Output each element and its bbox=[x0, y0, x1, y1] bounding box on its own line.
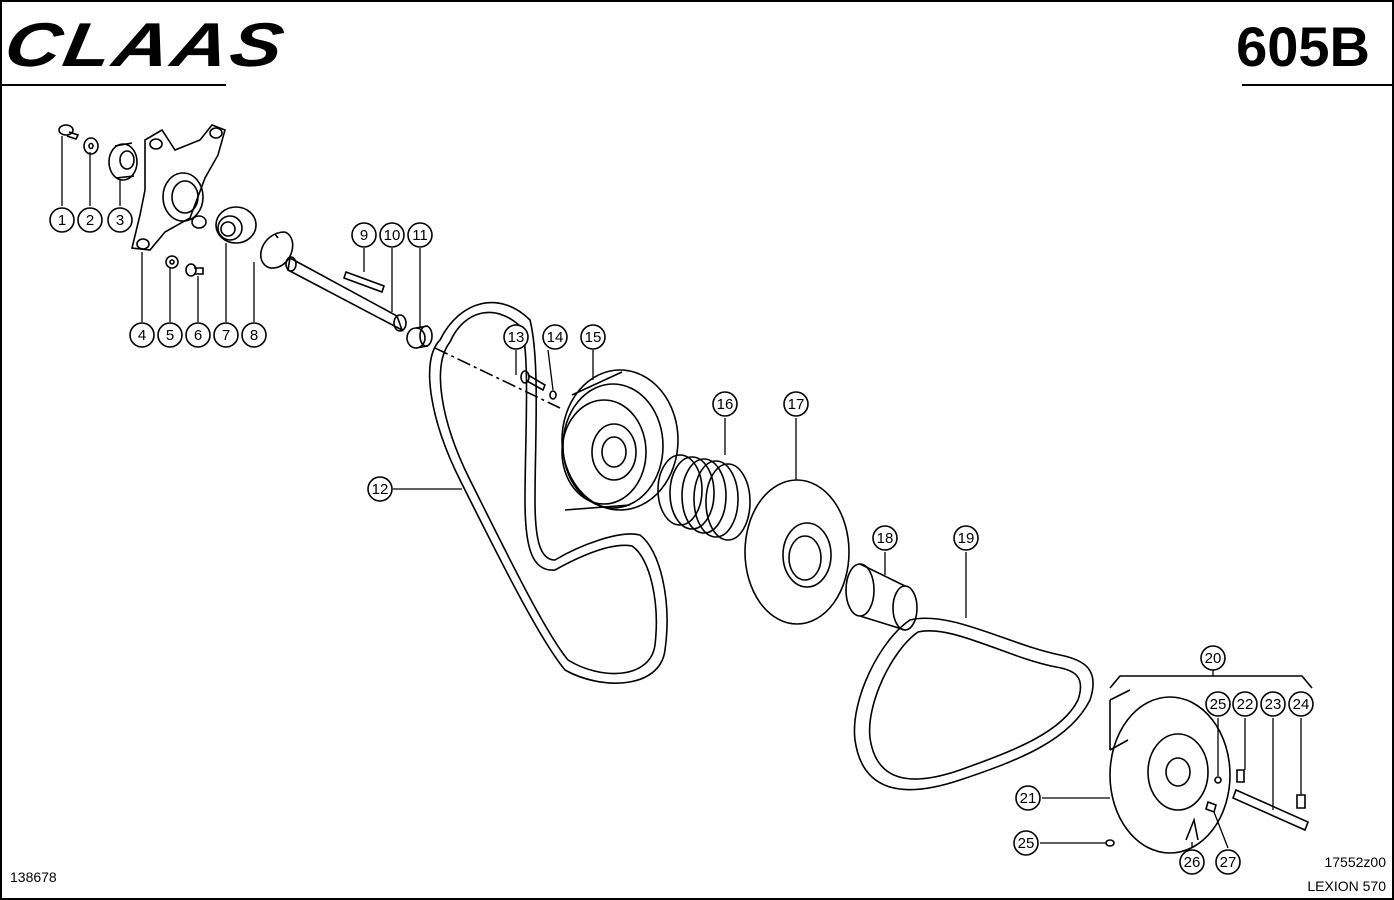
callout-c5: 5 bbox=[157, 322, 183, 348]
part-7-bearing bbox=[215, 206, 257, 244]
svg-text:21: 21 bbox=[1020, 790, 1037, 807]
svg-text:5: 5 bbox=[166, 327, 174, 344]
callout-c17: 17 bbox=[783, 391, 809, 417]
svg-text:7: 7 bbox=[222, 327, 230, 344]
svg-text:23: 23 bbox=[1265, 696, 1282, 713]
svg-text:24: 24 bbox=[1293, 696, 1310, 713]
callout-c16: 16 bbox=[712, 391, 738, 417]
callout-c25a: 25 bbox=[1205, 691, 1231, 717]
part-6-bolt bbox=[185, 263, 204, 277]
callout-c20: 20 bbox=[1200, 645, 1226, 671]
part-13-bolt bbox=[520, 370, 546, 392]
svg-text:13: 13 bbox=[508, 329, 525, 346]
page-number-underline bbox=[1242, 84, 1394, 86]
svg-text:3: 3 bbox=[116, 212, 124, 229]
part-4-bracket bbox=[131, 124, 226, 251]
part-3-bearing bbox=[108, 142, 138, 181]
svg-text:8: 8 bbox=[250, 327, 258, 344]
svg-text:20: 20 bbox=[1205, 650, 1222, 667]
svg-text:25: 25 bbox=[1018, 835, 1035, 852]
page-number: 605B bbox=[1236, 15, 1370, 78]
svg-text:4: 4 bbox=[138, 327, 146, 344]
callout-c19: 19 bbox=[953, 525, 979, 551]
callout-c1: 1 bbox=[49, 207, 75, 233]
callout-c4: 4 bbox=[129, 322, 155, 348]
part-25-grease-nipple-lower bbox=[1105, 839, 1115, 847]
part-14-ring bbox=[549, 390, 557, 400]
part-19-v-belt bbox=[853, 617, 1094, 791]
callout-c13: 13 bbox=[503, 324, 529, 350]
callout-c7: 7 bbox=[213, 322, 239, 348]
svg-text:16: 16 bbox=[717, 396, 734, 413]
part-25-grease-nipple bbox=[1214, 776, 1222, 784]
svg-text:15: 15 bbox=[585, 329, 602, 346]
callout-c14: 14 bbox=[542, 324, 568, 350]
svg-text:12: 12 bbox=[372, 481, 389, 498]
axis-line bbox=[434, 347, 561, 409]
part-11-sleeve bbox=[406, 325, 433, 349]
callout-c27: 27 bbox=[1215, 849, 1241, 875]
part-15-pulley bbox=[561, 369, 679, 511]
part-23-key bbox=[1231, 788, 1310, 832]
part-10-shaft bbox=[285, 256, 407, 332]
model-name: LEXION 570 bbox=[1307, 878, 1386, 894]
callout-c23: 23 bbox=[1260, 691, 1286, 717]
part-2-washer bbox=[83, 137, 99, 155]
part-17-disc bbox=[744, 479, 850, 625]
part-22-nipple bbox=[1236, 769, 1245, 783]
callout-c9: 9 bbox=[351, 222, 377, 248]
svg-text:9: 9 bbox=[360, 227, 368, 244]
callout-c11: 11 bbox=[407, 222, 433, 248]
callout-c22: 22 bbox=[1232, 691, 1258, 717]
part-16-spring bbox=[657, 454, 751, 541]
callout-c15: 15 bbox=[580, 324, 606, 350]
part-5-nut bbox=[165, 255, 179, 269]
part-18-sleeve bbox=[845, 563, 918, 631]
svg-text:11: 11 bbox=[412, 227, 428, 244]
part-20-hub bbox=[1109, 689, 1231, 854]
callout-20-bracket bbox=[1109, 675, 1313, 689]
document-number: 138678 bbox=[10, 869, 57, 885]
part-8-circlip bbox=[259, 231, 294, 269]
callout-c26: 26 bbox=[1179, 849, 1205, 875]
callout-c24: 24 bbox=[1288, 691, 1314, 717]
callout-c10: 10 bbox=[379, 222, 405, 248]
callout-c6: 6 bbox=[185, 322, 211, 348]
part-27-fitting bbox=[1205, 800, 1217, 814]
callout-c8: 8 bbox=[241, 322, 267, 348]
svg-text:18: 18 bbox=[877, 530, 894, 547]
direction-arrow-icon bbox=[1185, 817, 1199, 841]
part-12-v-belt bbox=[428, 301, 668, 684]
svg-text:19: 19 bbox=[958, 530, 975, 547]
part-1-bolt bbox=[58, 124, 80, 140]
svg-text:22: 22 bbox=[1237, 696, 1254, 713]
part-9-key bbox=[342, 270, 386, 294]
callout-c21: 21 bbox=[1015, 785, 1041, 811]
callout-c12: 12 bbox=[367, 476, 393, 502]
svg-text:25: 25 bbox=[1210, 696, 1227, 713]
part-artwork bbox=[58, 124, 1313, 854]
svg-text:27: 27 bbox=[1220, 854, 1237, 871]
svg-text:1: 1 bbox=[58, 212, 66, 229]
callout-c3: 3 bbox=[107, 207, 133, 233]
leader-lines bbox=[61, 136, 1302, 849]
callout-c18: 18 bbox=[872, 525, 898, 551]
callout-c25b: 25 bbox=[1013, 830, 1039, 856]
part-24-screw bbox=[1296, 794, 1306, 809]
svg-text:6: 6 bbox=[194, 327, 202, 344]
svg-text:26: 26 bbox=[1184, 854, 1201, 871]
svg-text:17: 17 bbox=[788, 396, 805, 413]
callout-c2: 2 bbox=[77, 207, 103, 233]
drawing-number: 17552z00 bbox=[1324, 854, 1386, 870]
svg-text:14: 14 bbox=[547, 329, 564, 346]
drawing-info: 17552z00 LEXION 570 bbox=[1307, 850, 1386, 898]
logo-underline bbox=[0, 84, 226, 86]
svg-text:2: 2 bbox=[86, 212, 94, 229]
svg-text:10: 10 bbox=[384, 227, 401, 244]
